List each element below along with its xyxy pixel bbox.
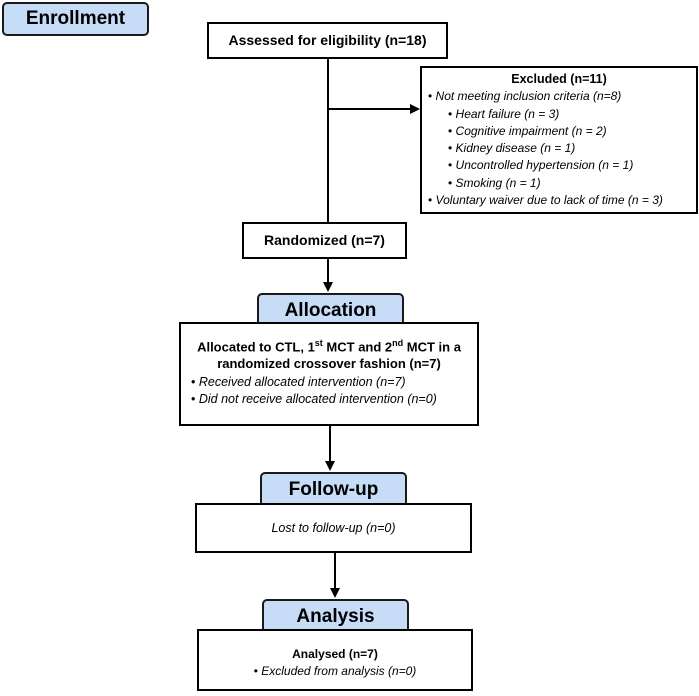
arrowhead-analysis [330, 588, 340, 598]
allocated-box: Allocated to CTL, 1st MCT and 2nd MCT in… [179, 322, 479, 426]
excluded-item-heart-failure: Heart failure (n = 3) [428, 106, 696, 123]
excluded-item-cognitive: Cognitive impairment (n = 2) [428, 123, 696, 140]
excluded-item-smoking: Smoking (n = 1) [428, 175, 696, 192]
assessed-text: Assessed for eligibility (n=18) [228, 32, 427, 48]
connector-to-excluded [327, 108, 411, 110]
analysed-title: Analysed (n=7) [292, 647, 378, 661]
connector-followup-analysis [334, 551, 336, 591]
analysed-box: Analysed (n=7) Excluded from analysis (n… [197, 629, 473, 691]
analysed-item-excluded: Excluded from analysis (n=0) [199, 663, 471, 680]
randomized-text: Randomized (n=7) [264, 232, 385, 248]
excluded-item-kidney: Kidney disease (n = 1) [428, 140, 696, 157]
excluded-box: Excluded (n=11) Not meeting inclusion cr… [420, 66, 698, 214]
stage-followup: Follow-up [260, 472, 407, 507]
stage-enrollment: Enrollment [2, 2, 149, 36]
assessed-box: Assessed for eligibility (n=18) [207, 22, 448, 59]
allocated-item-received: Received allocated intervention (n=7) [191, 374, 477, 391]
connector-randomized-allocation [327, 258, 329, 284]
excluded-item-not-meeting: Not meeting inclusion criteria (n=8) [428, 88, 696, 105]
randomized-box: Randomized (n=7) [242, 222, 407, 259]
connector-main-vertical [327, 58, 329, 223]
arrowhead-allocation [323, 282, 333, 292]
followup-text: Lost to follow-up (n=0) [271, 521, 396, 535]
allocated-heading: Allocated to CTL, 1st MCT and 2nd MCT in… [197, 338, 461, 372]
excluded-title: Excluded (n=11) [511, 72, 607, 86]
excluded-item-voluntary: Voluntary waiver due to lack of time (n … [428, 192, 696, 209]
connector-allocated-followup [329, 425, 331, 463]
followup-box: Lost to follow-up (n=0) [195, 503, 472, 553]
excluded-item-hypertension: Uncontrolled hypertension (n = 1) [428, 157, 696, 174]
arrowhead-followup [325, 461, 335, 471]
allocated-item-not-received: Did not receive allocated intervention (… [191, 391, 477, 408]
arrowhead-excluded [410, 104, 420, 114]
